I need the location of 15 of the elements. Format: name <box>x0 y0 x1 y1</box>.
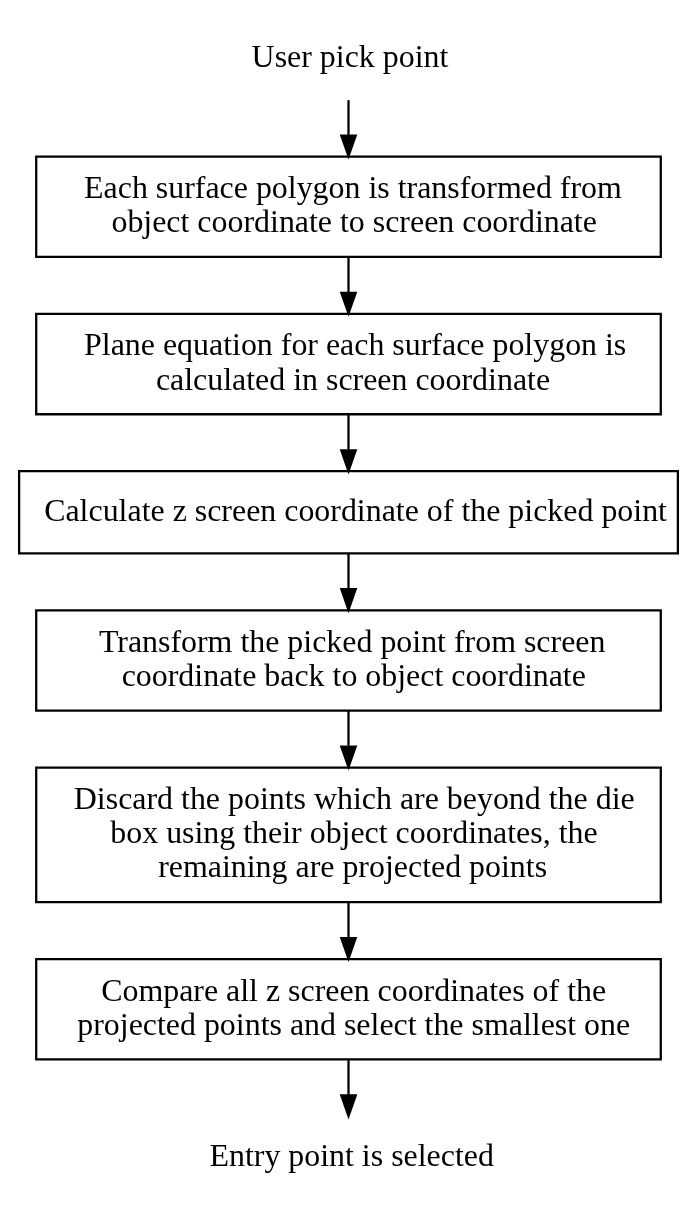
node-text: User pick point <box>251 39 449 75</box>
node-box: Each surface polygon is transformed from object coordinate to screen coordinate <box>35 155 662 259</box>
node-box: Discard the points which are beyond the die box using their object coordinates, the remaining are projected points <box>35 766 662 904</box>
node-box: Transform the picked point from screen coordinate back to object coordinate <box>35 609 662 712</box>
node-text: Entry point is selected <box>209 1137 494 1173</box>
arrow <box>339 553 358 614</box>
arrow <box>339 902 358 962</box>
arrow <box>339 415 358 475</box>
node-box: Plane equation for each surface polygon is calculated in screen coordinate <box>35 312 662 416</box>
arrow <box>339 100 358 160</box>
arrow <box>339 257 358 317</box>
node-box: Calculate z screen coordinate of the picked point <box>18 470 679 555</box>
arrow <box>339 1060 358 1120</box>
arrow <box>339 710 358 771</box>
node-box: Compare all z screen coordinates of the projected points and select the smallest one <box>35 957 662 1061</box>
